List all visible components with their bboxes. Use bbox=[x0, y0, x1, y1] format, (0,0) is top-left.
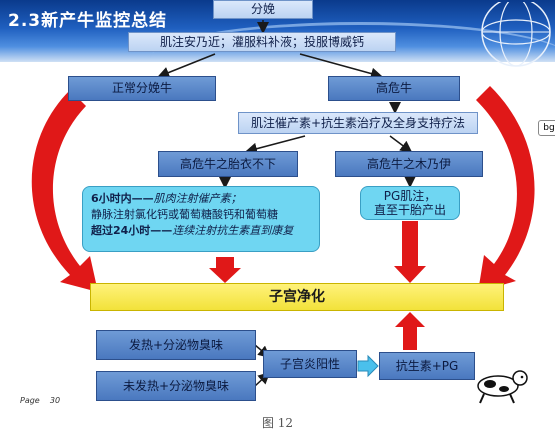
node-normal-cow: 正常分娩牛 bbox=[68, 76, 216, 101]
figure-caption: 图 12 bbox=[261, 416, 294, 430]
connector-treatment-normal bbox=[157, 53, 216, 79]
red-curve-right bbox=[476, 86, 535, 292]
node-pg-injection: PG肌注， 直至干胎产出 bbox=[360, 186, 460, 220]
pg-line-2: 直至干胎产出 bbox=[373, 203, 446, 217]
side-tag: bg bbox=[538, 120, 555, 136]
red-curve-left bbox=[31, 90, 98, 292]
globe-icon bbox=[481, 2, 551, 67]
banner-decoration bbox=[150, 22, 555, 95]
red-arrow-pg-down bbox=[394, 221, 426, 283]
node-nofever-discharge: 未发热+分泌物臭味 bbox=[96, 371, 256, 401]
red-arrow-antibiotic-up bbox=[395, 312, 425, 350]
placenta-line-1: 6小时内——肌肉注射催产素； bbox=[91, 191, 242, 207]
placenta-line-3-prefix: 超过24小时—— bbox=[91, 223, 173, 237]
node-mummy: 高危牛之木乃伊 bbox=[335, 151, 483, 177]
node-endometritis-positive: 子宫炎阳性 bbox=[263, 350, 357, 378]
node-retained-placenta: 高危牛之胎衣不下 bbox=[158, 151, 298, 177]
red-arrow-placenta-down bbox=[209, 257, 241, 283]
node-fever-discharge: 发热+分泌物臭味 bbox=[96, 330, 256, 360]
arrow-endometritis-antibiotic bbox=[357, 354, 379, 378]
flow-connectors bbox=[31, 20, 535, 387]
node-uterus-cleaning: 子宫净化 bbox=[90, 283, 504, 311]
node-high-risk-treatment: 肌注催产素+抗生素治疗及全身支持疗法 bbox=[238, 112, 478, 134]
node-placenta-actions: 6小时内——肌肉注射催产素； 静脉注射氯化钙或葡萄糖酸钙和葡萄糖 超过24小时—… bbox=[82, 186, 320, 252]
connector-treatment-placenta bbox=[245, 135, 306, 155]
slide: 2.3新产牛监控总结 bg 分娩 肌注安乃近；灌服料补液；投服博威钙 正常分娩牛… bbox=[0, 0, 555, 405]
placenta-line-3-text: 连续注射抗生素直到康复 bbox=[172, 223, 294, 237]
cow-icon bbox=[477, 370, 528, 404]
pg-line-1: PG肌注， bbox=[383, 188, 437, 203]
page-label: Page bbox=[20, 396, 40, 405]
node-initial-treatment: 肌注安乃近；灌服料补液；投服博威钙 bbox=[128, 32, 396, 52]
placenta-line-2: 静脉注射氯化钙或葡萄糖酸钙和葡萄糖 bbox=[91, 207, 278, 221]
node-calving: 分娩 bbox=[213, 0, 313, 19]
connector-treatment-highrisk bbox=[299, 53, 383, 80]
page-number: Page 30 bbox=[20, 396, 60, 405]
node-antibiotic-pg: 抗生素+PG bbox=[379, 352, 475, 380]
placenta-line-3: 超过24小时——连续注射抗生素直到康复 bbox=[91, 223, 293, 239]
node-high-risk-cow: 高危牛 bbox=[328, 76, 460, 101]
placenta-line-1-prefix: 6小时内—— bbox=[91, 192, 154, 205]
connector-treatment-mummy bbox=[389, 135, 413, 153]
slide-title: 2.3新产牛监控总结 bbox=[8, 11, 168, 31]
placenta-line-1-text: 肌肉注射催产素； bbox=[153, 192, 242, 205]
page-value: 30 bbox=[49, 396, 61, 405]
